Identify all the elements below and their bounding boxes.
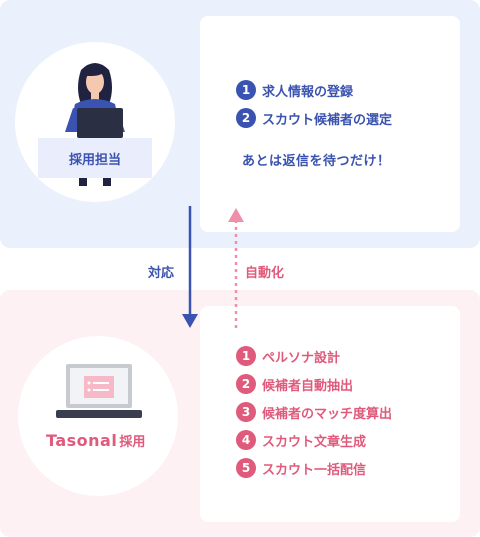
tasonal-step-2: 2 候補者自動抽出	[236, 374, 353, 394]
step-number-badge: 2	[236, 374, 256, 394]
laptop-icon	[56, 364, 142, 418]
step-text: スカウト候補者の選定	[262, 112, 393, 128]
step-text: 求人情報の登録	[262, 84, 354, 100]
arrow-down-icon	[182, 206, 198, 328]
step-number-badge: 5	[236, 458, 256, 478]
brand-suffix: 採用	[119, 435, 146, 450]
tasonal-step-3: 3 候補者のマッチ度算出	[236, 402, 392, 422]
recruiter-step-1: 1 求人情報の登録	[236, 80, 353, 100]
flow-label-automation: 自動化	[245, 266, 285, 281]
step-number-badge: 2	[236, 108, 256, 128]
step-number-badge: 1	[236, 80, 256, 100]
step-number-badge: 1	[236, 346, 256, 366]
tasonal-step-5: 5 スカウト一括配信	[236, 458, 366, 478]
wait-message: あとは返信を待つだけ！	[242, 154, 391, 169]
step-text: 候補者のマッチ度算出	[262, 406, 393, 422]
step-text: 候補者自動抽出	[262, 378, 354, 394]
step-text: スカウト一括配信	[262, 462, 367, 478]
recruiter-label: 採用担当	[38, 138, 152, 178]
recruiter-person-icon	[65, 63, 125, 186]
tasonal-brand: Tasonal 採用	[46, 431, 145, 450]
step-number-badge: 3	[236, 402, 256, 422]
tasonal-step-4: 4 スカウト文章生成	[236, 430, 366, 450]
step-text: スカウト文章生成	[262, 434, 367, 450]
recruiter-step-2: 2 スカウト候補者の選定	[236, 108, 392, 128]
brand-name: Tasonal	[46, 431, 118, 450]
step-number-badge: 4	[236, 430, 256, 450]
tasonal-step-1: 1 ペルソナ設計	[236, 346, 340, 366]
flow-label-response: 対応	[148, 266, 175, 281]
arrow-up-dotted-icon	[228, 208, 244, 328]
step-text: ペルソナ設計	[262, 350, 341, 366]
